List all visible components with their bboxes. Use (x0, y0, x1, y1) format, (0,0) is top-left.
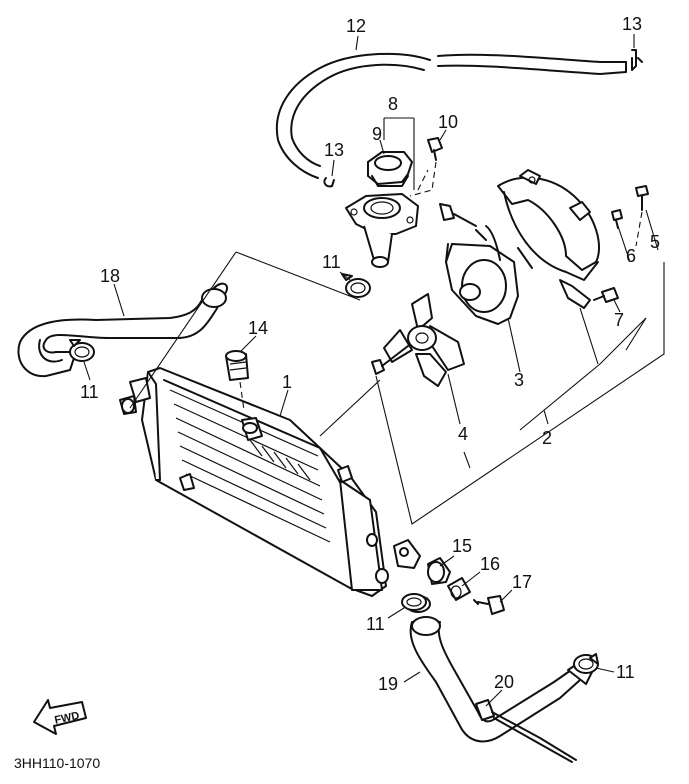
drawing-code: 3HH110-1070 (14, 755, 100, 771)
hose-clamp-right (573, 653, 599, 674)
callout-7: 7 (614, 310, 624, 330)
radiator (119, 367, 389, 597)
fan-blade (371, 293, 465, 387)
hose-clip-left (323, 177, 335, 188)
fwd-label: FWD (53, 710, 80, 727)
hose-clip-right (631, 49, 643, 71)
radiator-cap (225, 350, 249, 411)
callout-17: 17 (512, 572, 532, 592)
thermostat-housing (345, 193, 419, 268)
radiator-inlet-hose (17, 282, 228, 378)
radiator-bracket (393, 539, 421, 569)
shroud-bolt-upper (611, 209, 623, 229)
thermostat-cover (367, 151, 413, 187)
shroud-bolt-7 (593, 287, 619, 303)
callout-20: 20 (494, 672, 514, 692)
callout-2: 2 (542, 428, 552, 448)
callout-10: 10 (438, 112, 458, 132)
callout-19: 19 (378, 674, 398, 694)
callout-11-right: 11 (616, 662, 635, 682)
callout-1: 1 (282, 372, 292, 392)
callout-14: 14 (248, 318, 268, 338)
leader-lines (83, 34, 659, 707)
callout-5: 5 (650, 232, 660, 252)
callout-3: 3 (514, 370, 524, 390)
collar (447, 577, 471, 601)
callout-6: 6 (626, 246, 636, 266)
callout-9: 9 (372, 124, 382, 144)
temperature-sensor-bolt (409, 137, 443, 197)
shroud-bolt-5 (635, 185, 649, 247)
callout-numbers: 12 13 8 9 10 13 11 18 14 1 11 5 6 7 3 4 … (80, 14, 660, 694)
callout-8: 8 (388, 94, 398, 114)
fan-motor (439, 203, 519, 325)
forward-direction-arrow: FWD (33, 699, 87, 735)
cable-tie (475, 699, 577, 763)
grommet (427, 557, 451, 585)
hose-clamp-bottom (401, 593, 427, 611)
fan-shroud (497, 169, 600, 309)
callout-11-bottom: 11 (366, 614, 385, 634)
hose-clamp-left (69, 339, 95, 362)
assembly-reference-lines (129, 169, 665, 525)
callout-12: 12 (346, 16, 366, 36)
callout-15: 15 (452, 536, 472, 556)
callout-4: 4 (458, 424, 468, 444)
mounting-bolt (473, 595, 505, 615)
breather-hose (275, 52, 627, 179)
callout-13-right: 13 (622, 14, 642, 34)
radiator-outlet-hose (405, 595, 595, 743)
callout-11-top: 11 (322, 252, 341, 272)
callout-16: 16 (480, 554, 500, 574)
callout-18: 18 (100, 266, 120, 286)
callout-11-left: 11 (80, 382, 99, 402)
callout-13-left: 13 (324, 140, 344, 160)
